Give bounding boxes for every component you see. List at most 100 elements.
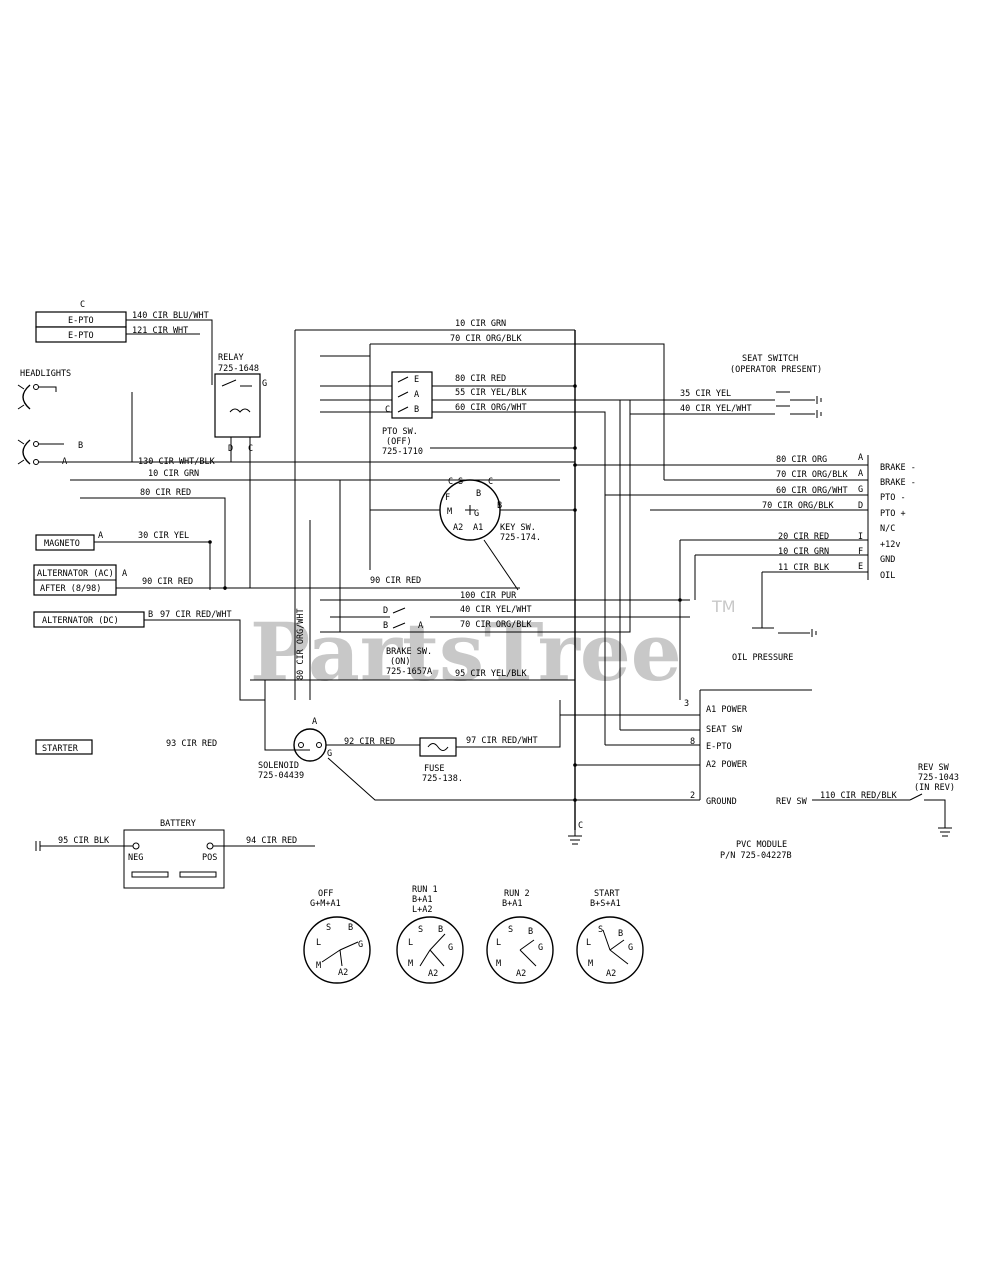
rl-pto-plus: PTO + xyxy=(880,509,906,519)
battery-pos: POS xyxy=(202,853,217,863)
svg-text:M: M xyxy=(316,961,321,971)
solenoid-g: G xyxy=(327,749,332,759)
wire-93-red: 93 CIR RED xyxy=(166,739,217,749)
svg-text:B+S+A1: B+S+A1 xyxy=(590,899,621,909)
key-position-run1: RUN 1 B+A1 L+A2 L S B G M A2 xyxy=(396,885,464,984)
svg-text:L: L xyxy=(496,938,501,948)
rl-brake-2: BRAKE - xyxy=(880,478,916,488)
fuse-pn: 725-138. xyxy=(422,774,463,784)
pto-switch-contacts: E A C B xyxy=(385,371,433,419)
svg-text:B: B xyxy=(383,621,388,631)
svg-text:C: C xyxy=(448,477,453,487)
relay-box xyxy=(214,373,261,438)
svg-text:S: S xyxy=(418,925,423,935)
relay-title: RELAY xyxy=(218,353,244,363)
mag-a: A xyxy=(98,531,103,541)
svg-text:A2: A2 xyxy=(338,968,348,978)
battery-box xyxy=(123,829,225,889)
brake-switch-contacts: D B A xyxy=(383,606,423,631)
headlights-label: HEADLIGHTS xyxy=(20,369,71,379)
magneto-label: MAGNETO xyxy=(44,539,80,549)
brake-sw-sub: (ON) xyxy=(390,657,410,667)
key-switch: S B F M G A2 A1 B C C xyxy=(439,477,502,541)
alternator-dc-label: ALTERNATOR (DC) xyxy=(42,616,119,626)
bl-8: 8 xyxy=(690,737,695,747)
wire-94-red: 94 CIR RED xyxy=(246,836,297,846)
svg-text:A: A xyxy=(414,390,419,400)
svg-text:B: B xyxy=(618,929,623,939)
rev-sw-title: REV SW xyxy=(918,763,950,773)
rev-sw-label: REV SW xyxy=(776,797,808,807)
wire-70-a: 70 CIR ORG/BLK xyxy=(450,334,523,344)
svg-text:A2: A2 xyxy=(453,523,463,533)
battery-title: BATTERY xyxy=(160,819,196,829)
svg-text:OFF: OFF xyxy=(318,889,333,899)
svg-text:G: G xyxy=(538,943,543,953)
brake-sw-title: BRAKE SW. xyxy=(386,647,432,657)
key-sw-title: KEY SW. xyxy=(500,523,536,533)
wire-80-org: 80 CIR ORG xyxy=(776,455,827,465)
svg-text:E: E xyxy=(414,375,419,385)
svg-text:C: C xyxy=(488,477,493,487)
wire-70-orgblk-c: 70 CIR ORG/BLK xyxy=(776,470,849,480)
svg-text:S: S xyxy=(598,925,603,935)
pvc-module-title: PVC MODULE xyxy=(736,840,787,850)
wire-97-redwht: 97 CIR RED/WHT xyxy=(160,610,232,620)
key-position-off: OFF G+M+A1 L S B G M A2 xyxy=(303,889,371,984)
svg-text:G: G xyxy=(358,940,363,950)
pto-sw-pn: 725-1710 xyxy=(382,447,423,457)
bl-ground: GROUND xyxy=(706,797,737,807)
svg-text:S: S xyxy=(458,477,463,487)
brake-sw-pn: 725-1657A xyxy=(386,667,432,677)
rl-oil: OIL xyxy=(880,571,895,581)
svg-text:D: D xyxy=(383,606,388,616)
starter-label: STARTER xyxy=(42,744,79,754)
wire-80-orgwht-vertical: 80 CIR ORG/WHT xyxy=(296,608,306,680)
wire-70-orgblk-d: 70 CIR ORG/BLK xyxy=(762,501,835,511)
lbl-b: B xyxy=(78,441,83,451)
c-label: C xyxy=(80,300,85,310)
svg-text:B: B xyxy=(414,405,419,415)
wire-10-grn-b: 10 CIR GRN xyxy=(148,469,199,479)
rl-a1: A xyxy=(858,453,863,463)
watermark: PartsTree xyxy=(250,605,682,699)
rl-f: F xyxy=(858,547,863,557)
wire-40-yelwht: 40 CIR YEL/WHT xyxy=(460,605,532,615)
svg-text:B: B xyxy=(348,923,353,933)
rl-gnd: GND xyxy=(880,555,895,565)
wire-97-redwht-b: 97 CIR RED/WHT xyxy=(466,736,538,746)
svg-text:B+A1: B+A1 xyxy=(502,899,522,909)
oil-pressure-label: OIL PRESSURE xyxy=(732,653,793,663)
svg-text:START: START xyxy=(594,889,620,899)
starter-box xyxy=(35,739,93,755)
wire-30-yel: 30 CIR YEL xyxy=(138,531,189,541)
svg-text:B: B xyxy=(497,501,502,511)
svg-text:RUN 1: RUN 1 xyxy=(412,885,438,895)
solenoid-title: SOLENOID xyxy=(258,761,299,771)
wire-100-pur: 100 CIR PUR xyxy=(460,591,517,601)
rev-sw-sub: (IN REV) xyxy=(914,783,955,793)
wire-55-yelblk: 55 CIR YEL/BLK xyxy=(455,388,528,398)
svg-text:G: G xyxy=(628,943,633,953)
svg-text:G+M+A1: G+M+A1 xyxy=(310,899,341,909)
wire-80-red-b: 80 CIR RED xyxy=(140,488,191,498)
svg-text:B+A1: B+A1 xyxy=(412,895,432,905)
wire-60-orgwht: 60 CIR ORG/WHT xyxy=(455,403,527,413)
relay-c: C xyxy=(248,444,253,454)
wire-10-grn-c: 10 CIR GRN xyxy=(778,547,829,557)
svg-text:M: M xyxy=(496,959,501,969)
wire-110: 110 CIR RED/BLK xyxy=(820,791,898,801)
relay-g: G xyxy=(262,379,267,389)
svg-text:A: A xyxy=(418,621,423,631)
rl-brake-1: BRAKE - xyxy=(880,463,916,473)
rl-e: E xyxy=(858,562,863,572)
bl-seat-sw: SEAT SW xyxy=(706,725,743,735)
alt-b: B xyxy=(148,610,153,620)
svg-text:A2: A2 xyxy=(428,969,438,979)
wire-80-red: 80 CIR RED xyxy=(455,374,506,384)
pvc-module-pn: P/N 725-04227B xyxy=(720,851,792,861)
alternator-ac-sub: AFTER (8/98) xyxy=(40,584,101,594)
key-position-run2: RUN 2 B+A1 L S B G M A2 xyxy=(486,889,554,984)
svg-text:A2: A2 xyxy=(606,969,616,979)
wire-90-red-a: 90 CIR RED xyxy=(142,577,193,587)
